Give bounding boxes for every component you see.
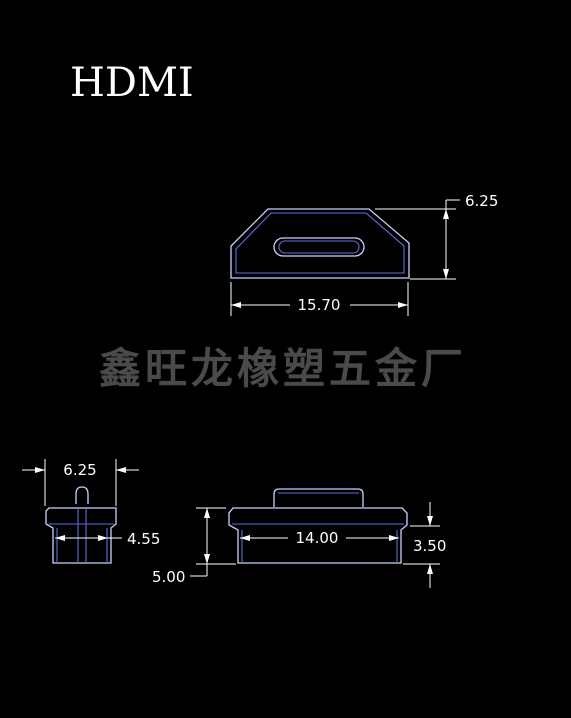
dim-arrow: [204, 508, 210, 518]
dim-arrow: [240, 535, 250, 541]
dim-top-width: 15.70: [298, 296, 341, 314]
dim-arrow: [55, 535, 65, 541]
dim-arrow: [389, 535, 399, 541]
side-view-outline: [45, 507, 117, 564]
drawing-title: HDMI: [70, 60, 194, 106]
dim-arrow: [443, 269, 449, 279]
dim-arrow: [98, 535, 108, 541]
dim-arrow: [427, 516, 433, 526]
top-view-outline: [230, 208, 410, 279]
dim-side-inner: 4.55: [127, 530, 160, 548]
front-view-tab: [273, 488, 364, 507]
side-view-pin: [75, 486, 89, 504]
watermark: 鑫旺龙橡塑五金厂: [99, 344, 467, 393]
top-view: 6.25 15.70: [230, 192, 498, 316]
front-view: 14.00 5.00 3.50: [152, 488, 446, 588]
side-view: 6.25 4.55: [22, 459, 160, 564]
top-view-slot-inner: [278, 240, 360, 254]
top-view-inner-outline: [235, 212, 405, 274]
dim-arrow: [116, 467, 126, 473]
dim-front-height: 5.00: [152, 568, 185, 586]
dim-arrow: [35, 467, 45, 473]
dim-arrow: [427, 564, 433, 574]
dim-arrow: [398, 302, 408, 308]
dim-arrow: [204, 554, 210, 564]
dim-arrow: [443, 209, 449, 219]
front-view-outline: [228, 507, 408, 564]
dim-top-height: 6.25: [465, 192, 498, 210]
dim-front-body-height: 3.50: [413, 537, 446, 555]
dim-arrow: [231, 302, 241, 308]
dim-side-width: 6.25: [63, 461, 96, 479]
top-view-slot: [273, 237, 365, 257]
dim-front-inner-width: 14.00: [296, 529, 339, 547]
